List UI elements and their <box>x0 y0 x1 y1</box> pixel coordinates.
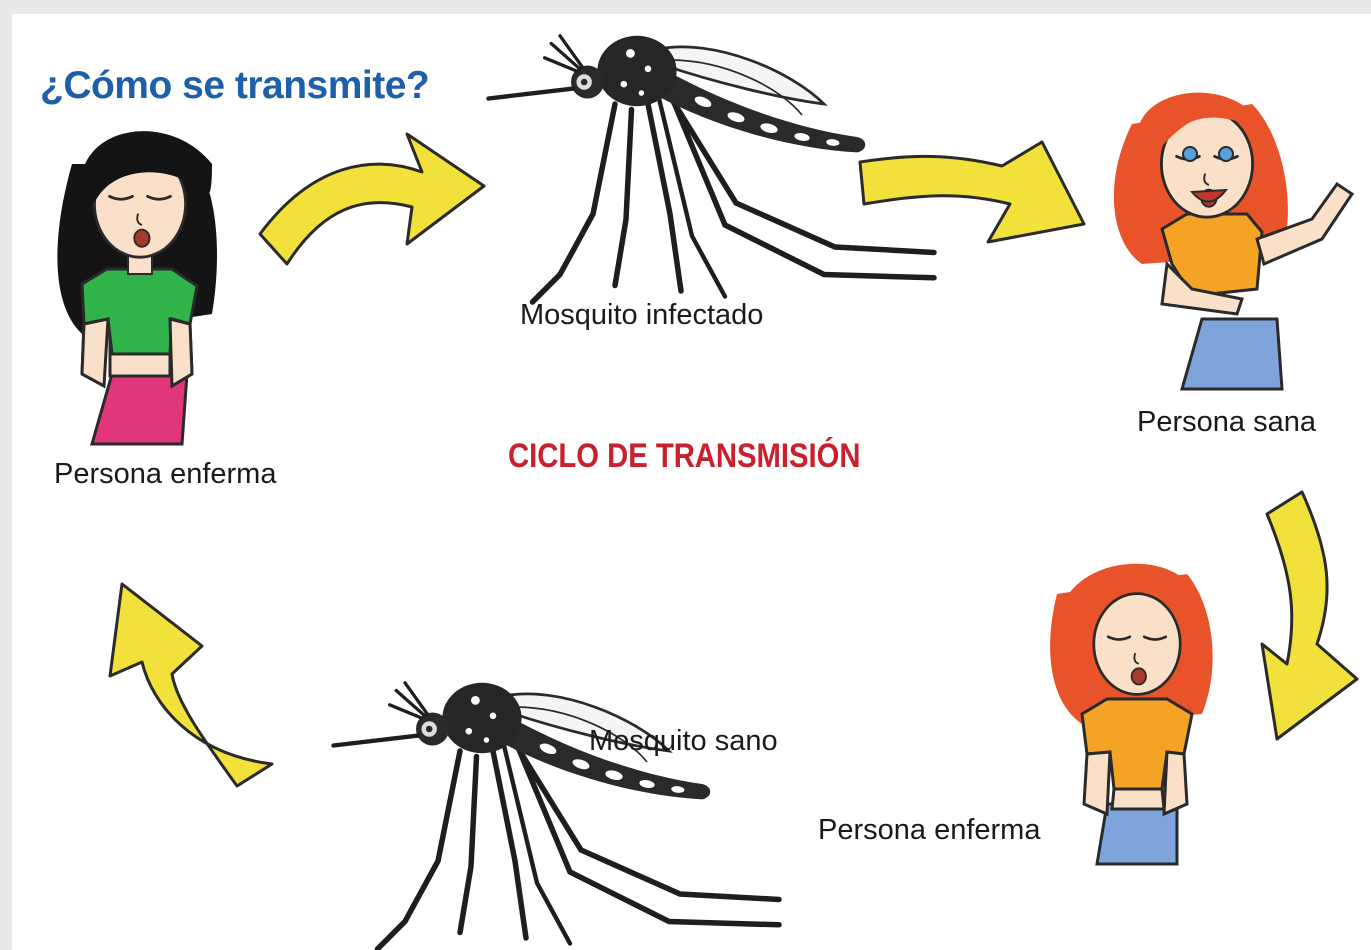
diagram-artwork <box>57 14 1359 950</box>
sick-person-1-illustration <box>57 131 217 446</box>
node-label-healthy-mosquito: Mosquito sano <box>589 725 778 757</box>
arrow-mosquito-to-healthy <box>858 140 1086 244</box>
node-label-infected-mosquito: Mosquito infectado <box>520 299 764 331</box>
arrow-healthy-to-sick <box>1260 490 1359 741</box>
sick-person-2-illustration <box>1050 563 1213 866</box>
arrow-mosquito-to-sick <box>108 582 274 788</box>
healthy-mosquito-illustration <box>334 683 780 949</box>
node-label-sick-person-1: Persona enferma <box>54 458 277 490</box>
arrow-sick-to-mosquito <box>258 132 486 266</box>
cycle-title: CICLO DE TRANSMISIÓN <box>508 437 861 475</box>
page-title: ¿Cómo se transmite? <box>40 64 430 107</box>
transmission-diagram: ¿Cómo se transmite? CICLO DE TRANSMISIÓN… <box>12 14 1371 950</box>
node-label-healthy-person: Persona sana <box>1137 406 1316 438</box>
node-label-sick-person-2: Persona enferma <box>818 814 1041 846</box>
healthy-person-illustration <box>1113 92 1355 391</box>
